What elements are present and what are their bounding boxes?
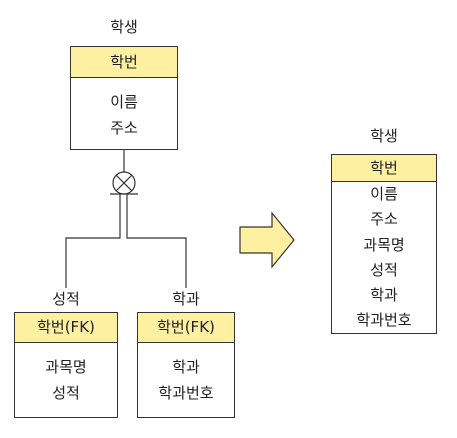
exclusive-subtype-circle-icon bbox=[110, 171, 138, 195]
grade-attr: 과목명 bbox=[45, 358, 87, 376]
major-key: 학번(FK) bbox=[138, 313, 234, 343]
merged-attr: 학과번호 bbox=[356, 311, 412, 330]
major-attr: 학과번호 bbox=[158, 384, 214, 402]
merged-entity: 학번 이름 주소 과목명 성적 학과 학과번호 bbox=[331, 154, 437, 334]
grade-attributes: 과목명 성적 bbox=[15, 343, 117, 406]
student-entity: 학번 이름 주소 bbox=[70, 46, 178, 150]
student-attr: 이름 bbox=[110, 93, 138, 111]
merged-attr: 이름 bbox=[370, 185, 398, 203]
major-attributes: 학과 학과번호 bbox=[138, 343, 234, 406]
merged-attr: 학과 bbox=[370, 286, 398, 305]
major-entity-title: 학과 bbox=[172, 290, 200, 308]
merged-attr: 성적 bbox=[370, 260, 398, 279]
merged-attr: 과목명 bbox=[363, 235, 405, 254]
student-attributes: 이름 주소 bbox=[71, 78, 177, 141]
connector-to-major bbox=[126, 194, 187, 288]
grade-entity: 학번(FK) 과목명 성적 bbox=[14, 312, 118, 418]
grade-attr: 성적 bbox=[52, 384, 80, 402]
major-entity: 학번(FK) 학과 학과번호 bbox=[137, 312, 235, 418]
grade-key: 학번(FK) bbox=[15, 313, 117, 343]
merged-key: 학번 bbox=[332, 155, 436, 182]
merged-attributes: 이름 주소 과목명 성적 학과 학과번호 bbox=[332, 182, 436, 334]
merged-attr: 주소 bbox=[370, 210, 398, 229]
student-entity-title: 학생 bbox=[110, 18, 138, 36]
merged-entity-title: 학생 bbox=[370, 127, 398, 145]
major-attr: 학과 bbox=[172, 358, 200, 376]
student-attr: 주소 bbox=[110, 119, 138, 137]
grade-entity-title: 성적 bbox=[52, 290, 80, 308]
student-key: 학번 bbox=[71, 47, 177, 78]
connector-to-grade bbox=[65, 194, 121, 288]
right-arrow-icon bbox=[239, 211, 295, 269]
